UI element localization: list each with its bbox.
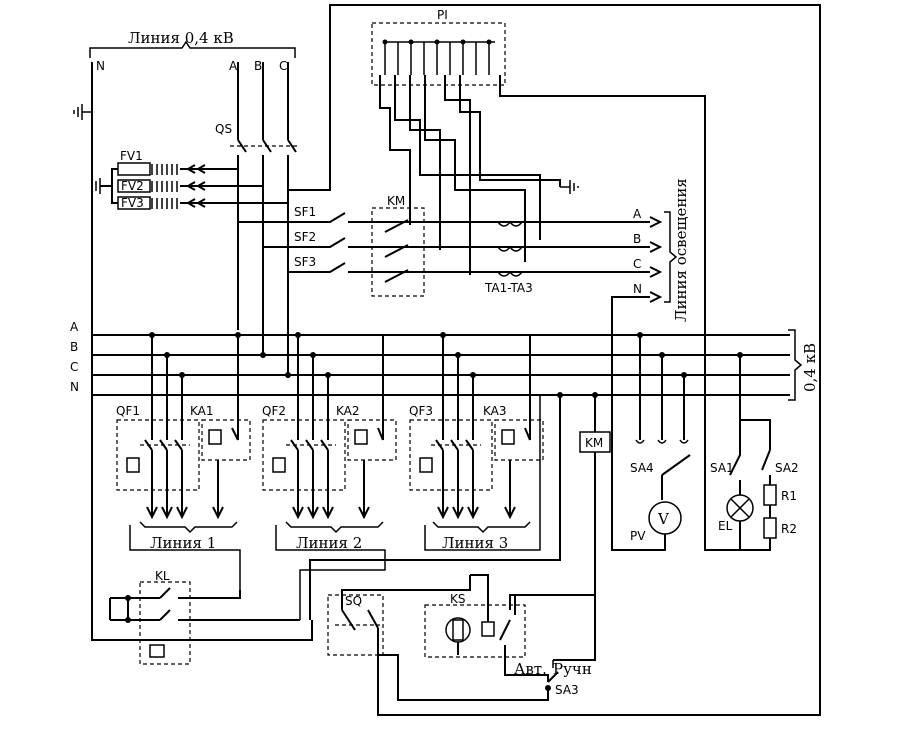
qs-label: QS [215, 122, 232, 136]
sq-switch: SQ [327, 575, 549, 701]
bus-n-label: N [70, 380, 79, 394]
sa3-label: SA3 [555, 683, 579, 697]
ks-relay: KS [424, 574, 549, 682]
km-label: KM [387, 194, 405, 208]
fv1-label: FV1 [120, 149, 143, 163]
km-coil: KM [309, 392, 611, 620]
incoming-line-header: Линия 0,4 кВ N A B C [89, 29, 296, 73]
el-label: EL [718, 519, 733, 533]
main-switch-qs: QS [215, 122, 300, 378]
sa1-label: SA1 [710, 461, 734, 475]
bus-a-label: A [70, 320, 79, 334]
voltmeter-glyph: V [657, 510, 670, 528]
ka2-label: KA2 [336, 404, 360, 418]
meter-pi: PI [371, 8, 506, 86]
kl-label: KL [155, 569, 170, 583]
mode-auto-label: Авт. [514, 660, 547, 678]
ks-label: KS [450, 592, 466, 606]
current-transformers: TA1-TA3 [484, 220, 533, 295]
qf2-label: QF2 [262, 404, 286, 418]
incoming-line-label: Линия 0,4 кВ [128, 29, 234, 47]
sa4-label: SA4 [630, 461, 654, 475]
lighting-line-label: Линия освещения [672, 178, 690, 322]
surge-arresters: FV1 FV2 FV3 [91, 149, 288, 210]
lamp-section: SA1 SA2 EL R1 R2 [704, 352, 799, 551]
phase-label-a: A [229, 59, 238, 73]
light-phase-b: B [633, 232, 641, 246]
bus-b-label: B [70, 340, 78, 354]
lighting-outputs: A B C N Линия освещения [611, 178, 690, 395]
line-1-label: Линия 1 [150, 534, 216, 552]
pi-label: PI [437, 8, 448, 22]
mode-manual-label: Ручн [553, 660, 592, 678]
incoming-conductors [73, 62, 289, 641]
km-coil-label: KM [585, 436, 603, 450]
ta-label: TA1-TA3 [484, 281, 533, 295]
line-3-label: Линия 3 [442, 534, 508, 552]
bus-c-label: C [70, 360, 78, 374]
mode-switch-sa3: Авт. Ручн SA3 [514, 595, 596, 697]
kl-relay: KL [109, 569, 313, 665]
fv3-label: FV3 [121, 196, 144, 210]
fv2-label: FV2 [121, 179, 144, 193]
voltmeter-section: V SA4 PV [611, 332, 691, 551]
feeder-3: QF3 KA3 Линия 3 [409, 332, 544, 552]
light-phase-n: N [633, 282, 642, 296]
r2-label: R2 [781, 522, 797, 536]
sa2-label: SA2 [775, 461, 799, 475]
phase-label-c: C [279, 59, 287, 73]
phase-label-b: B [254, 59, 262, 73]
line-2-label: Линия 2 [296, 534, 362, 552]
qf3-label: QF3 [409, 404, 433, 418]
sf1-label: SF1 [294, 205, 316, 219]
sf3-label: SF3 [294, 255, 316, 269]
bus-voltage-label: 0,4 кВ [801, 343, 819, 392]
ka3-label: KA3 [483, 404, 507, 418]
feeder-1: QF1 KA1 Линия 1 [116, 332, 251, 590]
sf2-label: SF2 [294, 230, 316, 244]
qf1-label: QF1 [116, 404, 140, 418]
contactor-km: KM [371, 194, 425, 297]
feeder-2: QF2 KA2 Линия 2 [262, 332, 397, 620]
phase-label-n: N [96, 59, 105, 73]
light-phase-c: C [633, 257, 641, 271]
pv-label: PV [630, 529, 646, 543]
ka1-label: KA1 [190, 404, 214, 418]
sq-label: SQ [345, 594, 362, 608]
r1-label: R1 [781, 489, 797, 503]
meter-wiring [379, 75, 706, 395]
lighting-breakers: SF1 SF2 SF3 [238, 4, 821, 716]
light-phase-a: A [633, 207, 642, 221]
